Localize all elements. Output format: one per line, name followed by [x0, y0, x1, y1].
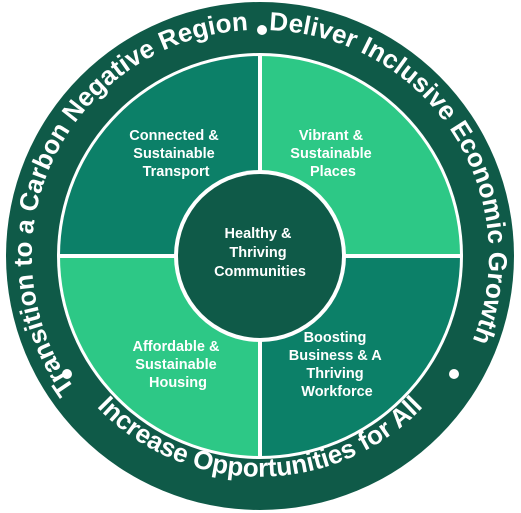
ring-dot-right: [449, 369, 459, 379]
quadrant-label-bottom-left: Affordable & Sustainable Housing: [132, 339, 223, 391]
quadrant-label-bottom-right: Boosting Business & A Thriving Workforce: [289, 330, 385, 400]
center-label: Healthy & Thriving Communities: [214, 226, 306, 280]
center-circle: [178, 174, 342, 338]
ring-dot-top: [257, 25, 267, 35]
quadrant-label-top-right: Vibrant & Sustainable Places: [290, 128, 375, 180]
ring-dot-left: [62, 369, 72, 379]
quadrant-label-top-left: Connected & Sustainable Transport: [129, 128, 222, 180]
